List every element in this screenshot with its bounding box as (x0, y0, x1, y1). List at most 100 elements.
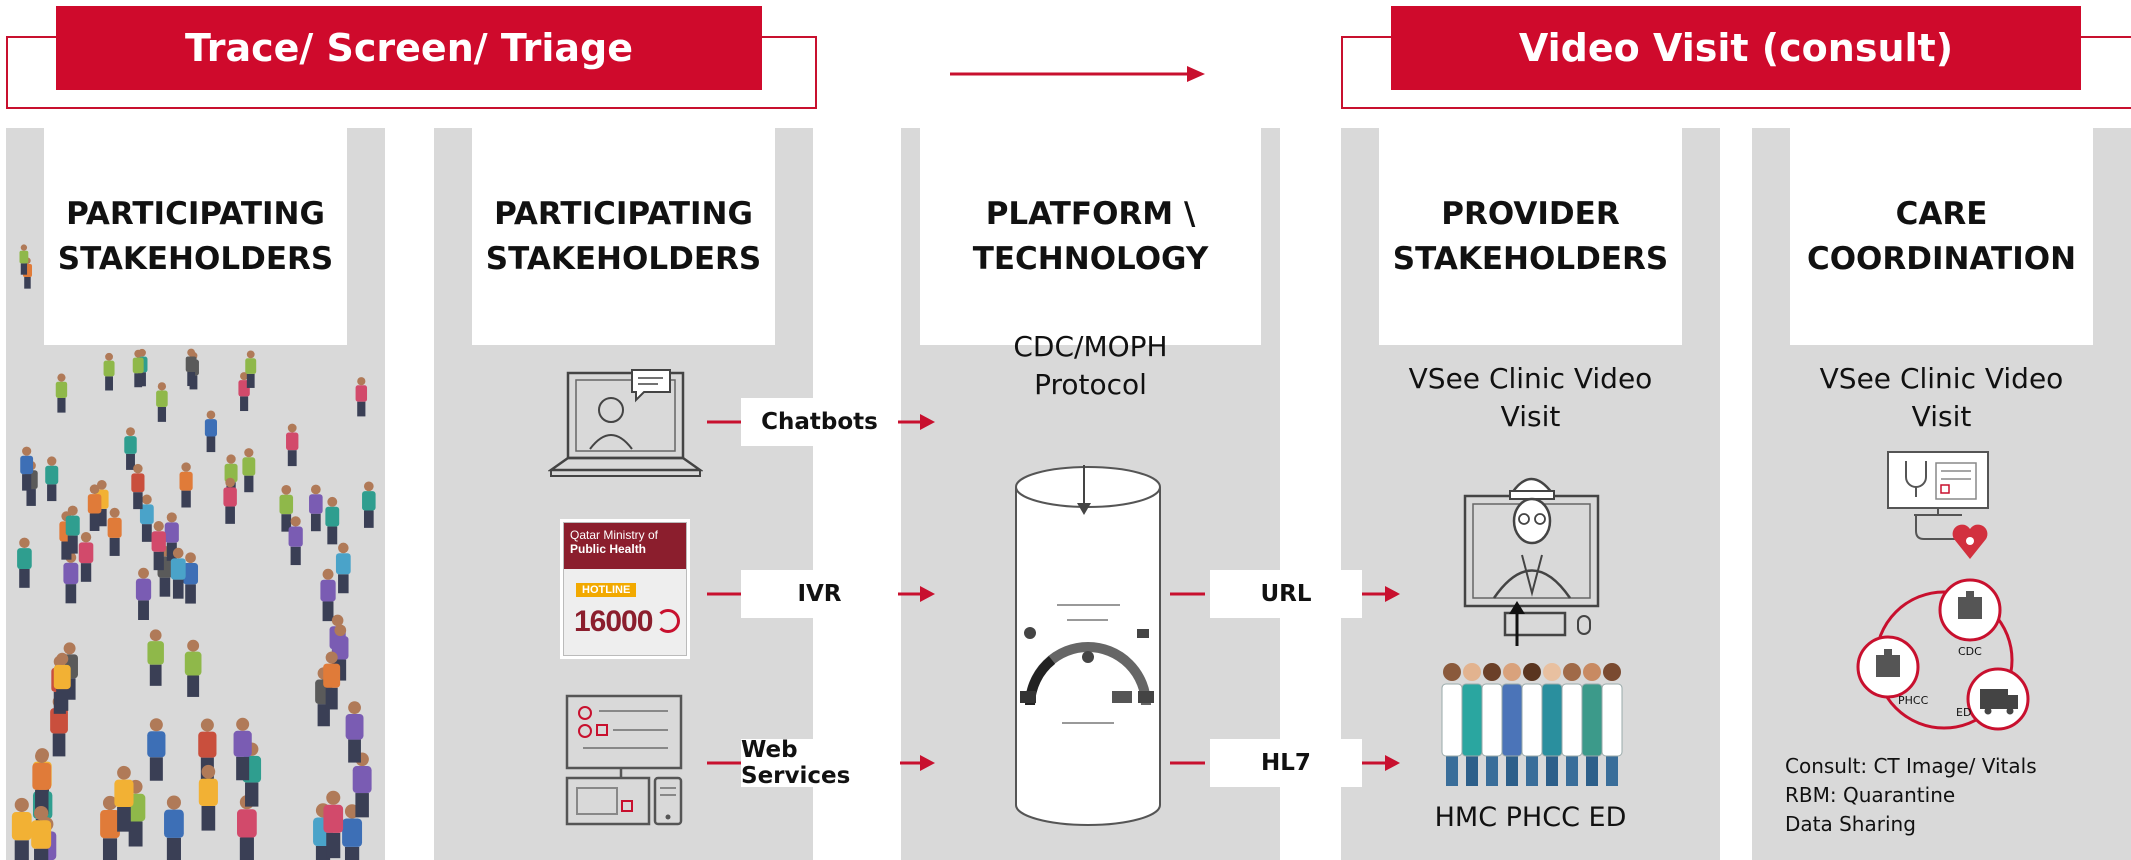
crowd-person (288, 516, 303, 566)
care-visit-text: VSee Clinic Video Visit (1819, 362, 2064, 433)
hl7-arrow (1170, 755, 1400, 771)
team-member (1601, 663, 1623, 786)
web-services-arrow (707, 755, 935, 771)
column-5-header: CARE COORDINATION (1790, 128, 2093, 345)
crowd-person (323, 651, 341, 710)
crowd-illustration (11, 244, 376, 860)
crowd-person (135, 567, 152, 620)
crowd-person (147, 629, 164, 686)
right-banner-title: Video Visit (consult) (1391, 6, 2081, 90)
doctor-monitor-icon (1463, 477, 1600, 637)
ed-label: ED (1956, 706, 1972, 719)
note-data-sharing: Data Sharing (1785, 812, 1916, 836)
team-member (1441, 663, 1463, 786)
url-arrow (1170, 586, 1400, 602)
crowd-person (100, 795, 120, 860)
url-label: URL (1210, 570, 1362, 618)
hotline-org-line1: Qatar Ministry of (570, 528, 659, 542)
column-4-header: PROVIDER STAKEHOLDERS (1379, 128, 1682, 345)
channel-arrows (707, 414, 935, 771)
crowd-person (32, 749, 52, 815)
crowd-person (184, 639, 202, 697)
crowd-person (156, 382, 168, 422)
crowd-person (352, 752, 372, 818)
crowd-person (164, 795, 184, 860)
crowd-person (20, 446, 34, 491)
crowd-person (124, 427, 137, 470)
care-notes: Consult: CT Image/ Vitals RBM: Quarantin… (1785, 752, 2037, 839)
hotline-org-header: Qatar Ministry of Public Health (564, 523, 686, 569)
column-2-header: PARTICIPATING STAKEHOLDERS (472, 128, 775, 345)
medical-team-illustration (1441, 663, 1623, 786)
column-3-header: PLATFORM \ TECHNOLOGY (920, 128, 1261, 345)
hl7-label: HL7 (1210, 739, 1362, 787)
crowd-person (355, 377, 368, 417)
crowd-person (170, 547, 186, 599)
column-1-header: PARTICIPATING STAKEHOLDERS (44, 128, 347, 345)
crowd-person (78, 531, 94, 582)
chatbots-label: Chatbots (741, 398, 898, 446)
platform-flow-graphic (1020, 604, 1154, 724)
hotline-number: 16000 (574, 605, 653, 638)
crowd-person (103, 352, 115, 391)
team-member (1541, 663, 1563, 786)
team-member (1521, 663, 1543, 786)
platform-protocol-text: CDC/MOPH Protocol (1013, 330, 1168, 401)
cdc-node (1938, 578, 2002, 642)
crowd-person (147, 718, 166, 781)
crowd-person (279, 485, 294, 532)
crowd-person (183, 552, 199, 604)
platform-database-cylinder (1015, 465, 1161, 826)
crowd-person (131, 463, 145, 510)
hotline-org-line2: Public Health (570, 542, 647, 556)
phase-arrow (950, 66, 1205, 82)
care-network-diagram (1856, 578, 2030, 731)
crowd-person (345, 701, 364, 763)
crowd-person (53, 652, 71, 711)
phcc-label: PHCC (1898, 694, 1929, 707)
crowd-person (233, 717, 252, 781)
note-rbm: RBM: Quarantine (1785, 783, 1956, 807)
crowd-person (309, 484, 323, 532)
crowd-person (45, 456, 59, 502)
crowd-person (65, 505, 80, 554)
web-services-devices-icon (565, 694, 683, 826)
note-consult: Consult: CT Image/ Vitals (1785, 754, 2037, 778)
crowd-person (63, 552, 79, 604)
team-member (1461, 663, 1483, 786)
crowd-person (31, 805, 52, 860)
crowd-person (114, 765, 134, 832)
crowd-person (245, 350, 257, 388)
hotline-label: HOTLINE (576, 583, 637, 597)
crowd-person (11, 797, 32, 860)
crowd-person (17, 537, 32, 588)
phone-icon (656, 609, 680, 633)
crowd-person (164, 512, 179, 561)
ivr-arrow (707, 586, 935, 602)
health-record-monitor-icon (1887, 451, 1989, 559)
ivr-label: IVR (741, 570, 898, 618)
crowd-person (55, 373, 68, 413)
integration-arrows (1170, 586, 1400, 771)
crowd-person (198, 764, 218, 831)
left-banner-title: Trace/ Screen/ Triage (56, 6, 762, 90)
crowd-person (320, 568, 336, 622)
team-member (1501, 663, 1523, 786)
hotline-card: Qatar Ministry of Public Health HOTLINE … (563, 522, 687, 656)
monitor-up-arrow (1509, 601, 1525, 646)
crowd-person (204, 410, 218, 453)
cdc-label: CDC (1958, 645, 1982, 658)
provider-caption: HMC PHCC ED (1434, 802, 1627, 833)
phcc-node (1856, 635, 1920, 699)
chatbots-arrow (707, 414, 935, 430)
crowd-person (223, 477, 237, 524)
crowd-person (87, 484, 102, 531)
crowd-person (362, 481, 376, 528)
crowd-person (242, 448, 256, 493)
crowd-person (132, 349, 144, 388)
team-member (1481, 663, 1503, 786)
crowd-person (151, 521, 166, 571)
crowd-person (107, 507, 122, 556)
crowd-person (19, 244, 29, 275)
web-services-label: Web Services (741, 737, 898, 789)
